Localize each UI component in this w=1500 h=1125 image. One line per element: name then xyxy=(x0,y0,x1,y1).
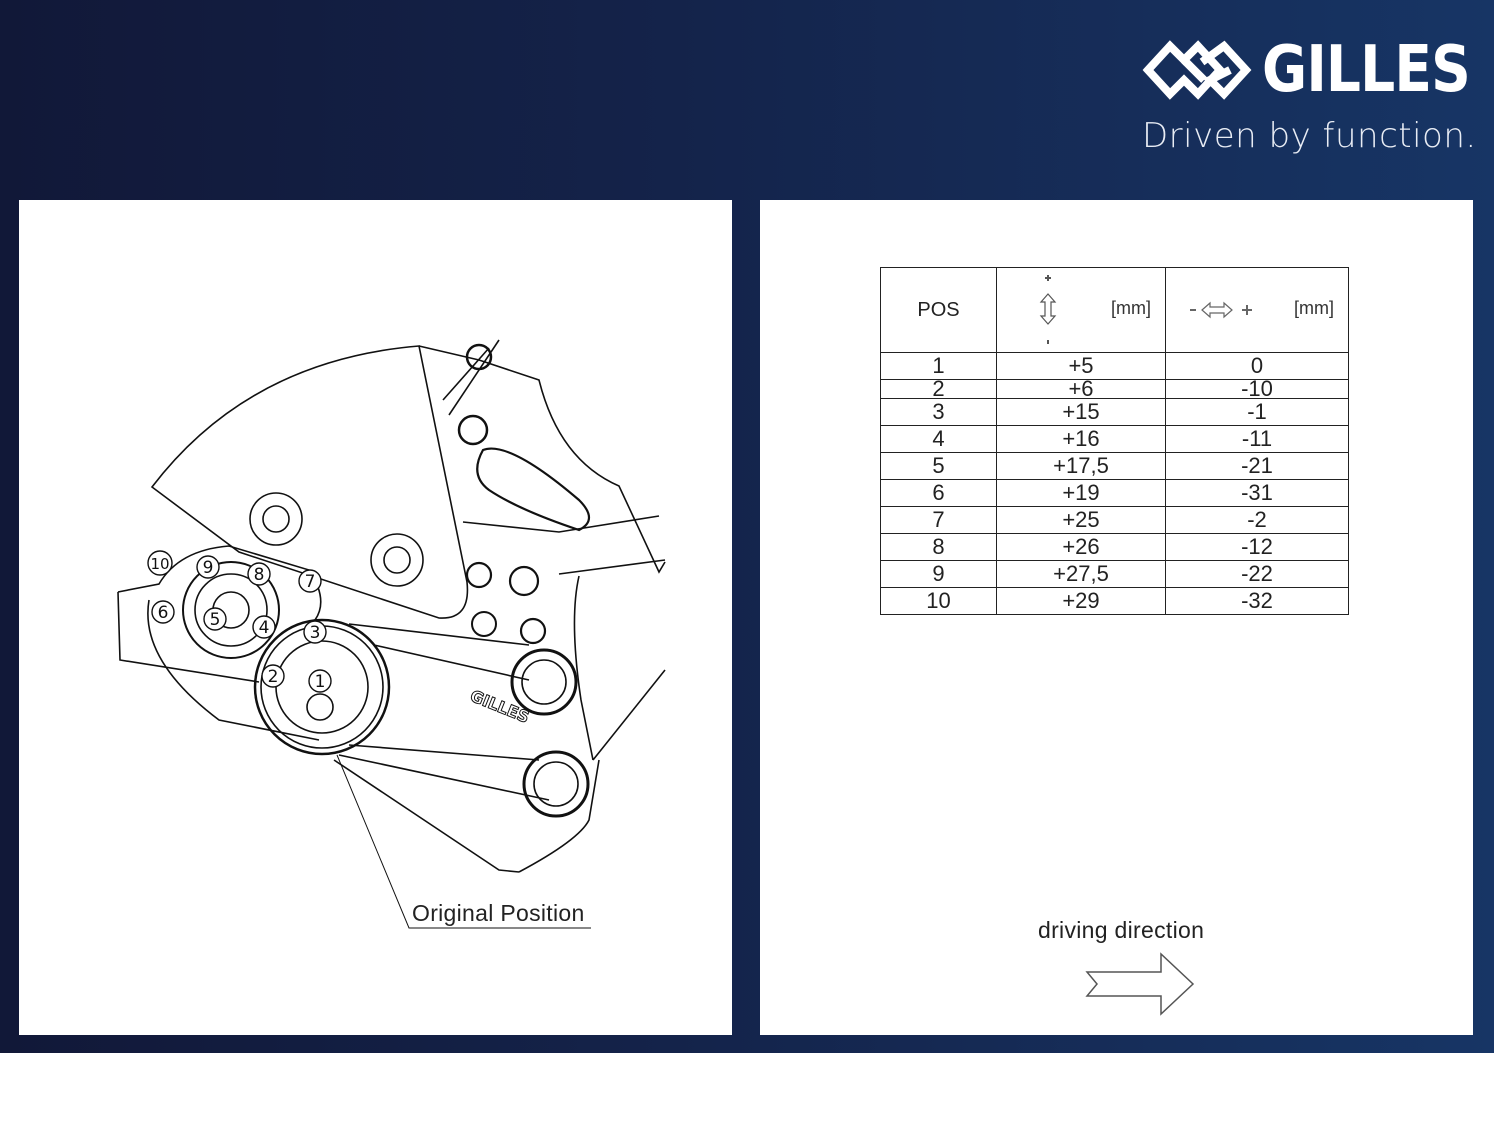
horizontal-unit: [mm] xyxy=(1294,298,1334,318)
position-marker-9: 9 xyxy=(196,555,220,579)
cell-vertical: +19 xyxy=(996,479,1166,507)
brand-name: GILLES xyxy=(1262,33,1471,107)
cell-pos: 6 xyxy=(880,479,997,507)
brand-tagline: Driven by function. xyxy=(1142,116,1477,156)
cell-vertical: +6 xyxy=(996,378,1166,400)
cell-horizontal: -21 xyxy=(1165,452,1349,480)
driving-direction-label: driving direction xyxy=(1038,917,1205,943)
position-marker-6: 6 xyxy=(151,600,175,624)
cell-pos: 9 xyxy=(880,560,997,588)
table-row: 4+16-11 xyxy=(880,425,1349,453)
right-arrow-icon xyxy=(1085,952,1195,1016)
table-panel: POS [mm] xyxy=(760,200,1473,1035)
cell-pos: 10 xyxy=(880,587,997,615)
cell-vertical: +27,5 xyxy=(996,560,1166,588)
cell-pos: 8 xyxy=(880,533,997,561)
svg-text:10: 10 xyxy=(150,555,169,573)
position-marker-5: 5 xyxy=(203,607,227,631)
cell-vertical: +17,5 xyxy=(996,452,1166,480)
header-vertical: [mm] xyxy=(996,267,1166,353)
drawing-panel: 1 2 3 4 5 6 7 8 9 10 GILLES Original Pos… xyxy=(19,200,732,1035)
cell-pos: 4 xyxy=(880,425,997,453)
cell-pos: 5 xyxy=(880,452,997,480)
svg-text:1: 1 xyxy=(315,672,326,692)
position-marker-8: 8 xyxy=(247,562,271,586)
table-row: 9+27,5-22 xyxy=(880,560,1349,588)
svg-text:8: 8 xyxy=(254,565,265,585)
cell-pos: 3 xyxy=(880,398,997,426)
horizontal-minus-plus-arrow-icon xyxy=(1190,301,1252,319)
gilles-gg-logo-icon xyxy=(1142,40,1252,100)
cell-pos: 2 xyxy=(880,378,997,400)
svg-text:4: 4 xyxy=(259,618,270,638)
cell-horizontal: -31 xyxy=(1165,479,1349,507)
svg-text:2: 2 xyxy=(268,667,279,687)
vertical-unit: [mm] xyxy=(1111,298,1151,318)
position-marker-10: 10 xyxy=(147,550,173,576)
svg-text:3: 3 xyxy=(310,623,321,643)
position-marker-1: 1 xyxy=(308,669,332,693)
svg-text:GILLES: GILLES xyxy=(468,686,533,727)
table-header-row: POS [mm] xyxy=(880,267,1349,353)
svg-text:7: 7 xyxy=(305,572,316,592)
original-position-caption: Original Position xyxy=(412,900,585,926)
table-row: 2+6-10 xyxy=(880,378,1349,400)
svg-text:9: 9 xyxy=(203,558,214,578)
position-marker-2: 2 xyxy=(261,664,285,688)
cell-vertical: +16 xyxy=(996,425,1166,453)
cell-vertical: +15 xyxy=(996,398,1166,426)
cell-vertical: +25 xyxy=(996,506,1166,534)
table-row: 10+29-32 xyxy=(880,587,1349,615)
footpeg-technical-drawing: 1 2 3 4 5 6 7 8 9 10 GILLES xyxy=(117,339,666,929)
cell-horizontal: -32 xyxy=(1165,587,1349,615)
position-marker-4: 4 xyxy=(252,615,276,639)
position-marker-3: 3 xyxy=(303,620,327,644)
cell-vertical: +26 xyxy=(996,533,1166,561)
cell-vertical: +29 xyxy=(996,587,1166,615)
cell-horizontal: -2 xyxy=(1165,506,1349,534)
cell-horizontal: -1 xyxy=(1165,398,1349,426)
vertical-plus-minus-arrow-icon xyxy=(1039,275,1057,344)
svg-text:5: 5 xyxy=(210,610,221,630)
table-row: 3+15-1 xyxy=(880,398,1349,426)
table-row: 8+26-12 xyxy=(880,533,1349,561)
position-table: POS [mm] xyxy=(880,267,1349,615)
header-pos: POS xyxy=(880,267,997,353)
svg-text:6: 6 xyxy=(158,603,169,623)
table-row: 6+19-31 xyxy=(880,479,1349,507)
cell-horizontal: -12 xyxy=(1165,533,1349,561)
table-row: 7+25-2 xyxy=(880,506,1349,534)
cell-pos: 7 xyxy=(880,506,997,534)
cell-horizontal: -10 xyxy=(1165,378,1349,400)
table-row: 5+17,5-21 xyxy=(880,452,1349,480)
brand-logo: GILLES Driven by function. xyxy=(1138,30,1478,160)
position-marker-7: 7 xyxy=(298,569,322,593)
cell-horizontal: -11 xyxy=(1165,425,1349,453)
header-horizontal: [mm] xyxy=(1165,267,1349,353)
cell-horizontal: -22 xyxy=(1165,560,1349,588)
cell-vertical: +5 xyxy=(996,352,1166,380)
